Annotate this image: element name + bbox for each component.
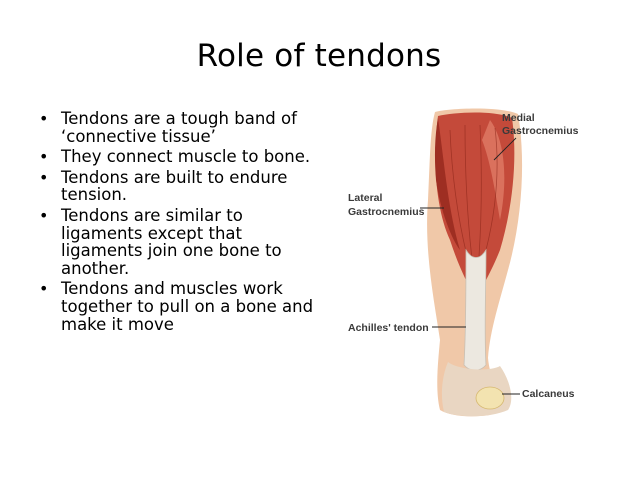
bullet-icon: •	[39, 279, 49, 299]
bullet-icon: •	[39, 205, 49, 225]
bullet-text: Tendons are built to endure tension.	[61, 167, 288, 205]
leg-anatomy-illustration: Medial Gastrocnemius Lateral Gastrocnemi…	[340, 100, 638, 425]
bullet-list: • Tendons are a tough band of ‘connective…	[36, 110, 321, 336]
bullet-item: • Tendons are a tough band of ‘connective…	[36, 110, 321, 145]
bullet-icon: •	[39, 167, 49, 187]
label-lateral-line1: Lateral	[348, 192, 383, 204]
bullet-text: They connect muscle to bone.	[61, 147, 311, 167]
leader-line-medial	[493, 137, 517, 161]
label-medial-line1: Medial	[502, 112, 535, 124]
calcaneus-bone	[475, 386, 505, 410]
bullet-item: • Tendons are built to endure tension.	[36, 169, 321, 204]
lateral-head-shading	[434, 118, 460, 250]
bullet-item: • Tendons are similar to ligaments except…	[36, 207, 321, 277]
slide-title: Role of tendons	[196, 38, 442, 74]
bullet-text: Tendons are a tough band of ‘connective …	[61, 109, 297, 146]
label-achilles: Achilles' tendon	[348, 322, 429, 334]
heel-shape	[441, 362, 512, 417]
bullet-item: • They connect muscle to bone.	[36, 148, 321, 166]
medial-head-highlight	[482, 120, 505, 220]
leg-anatomy-svg: Medial Gastrocnemius Lateral Gastrocnemi…	[348, 108, 579, 417]
bullet-icon: •	[39, 109, 49, 128]
label-medial-line2: Gastrocnemius	[502, 125, 579, 137]
achilles-tendon-shape	[463, 248, 487, 371]
bullet-item: • Tendons and muscles work together to pu…	[36, 280, 321, 333]
bullet-text: Tendons and muscles work together to pul…	[61, 279, 314, 334]
label-lateral-line2: Gastrocnemius	[348, 206, 425, 218]
bullet-text: Tendons are similar to ligaments except …	[61, 205, 282, 278]
bullet-icon: •	[39, 147, 49, 167]
label-calcaneus: Calcaneus	[522, 388, 575, 400]
